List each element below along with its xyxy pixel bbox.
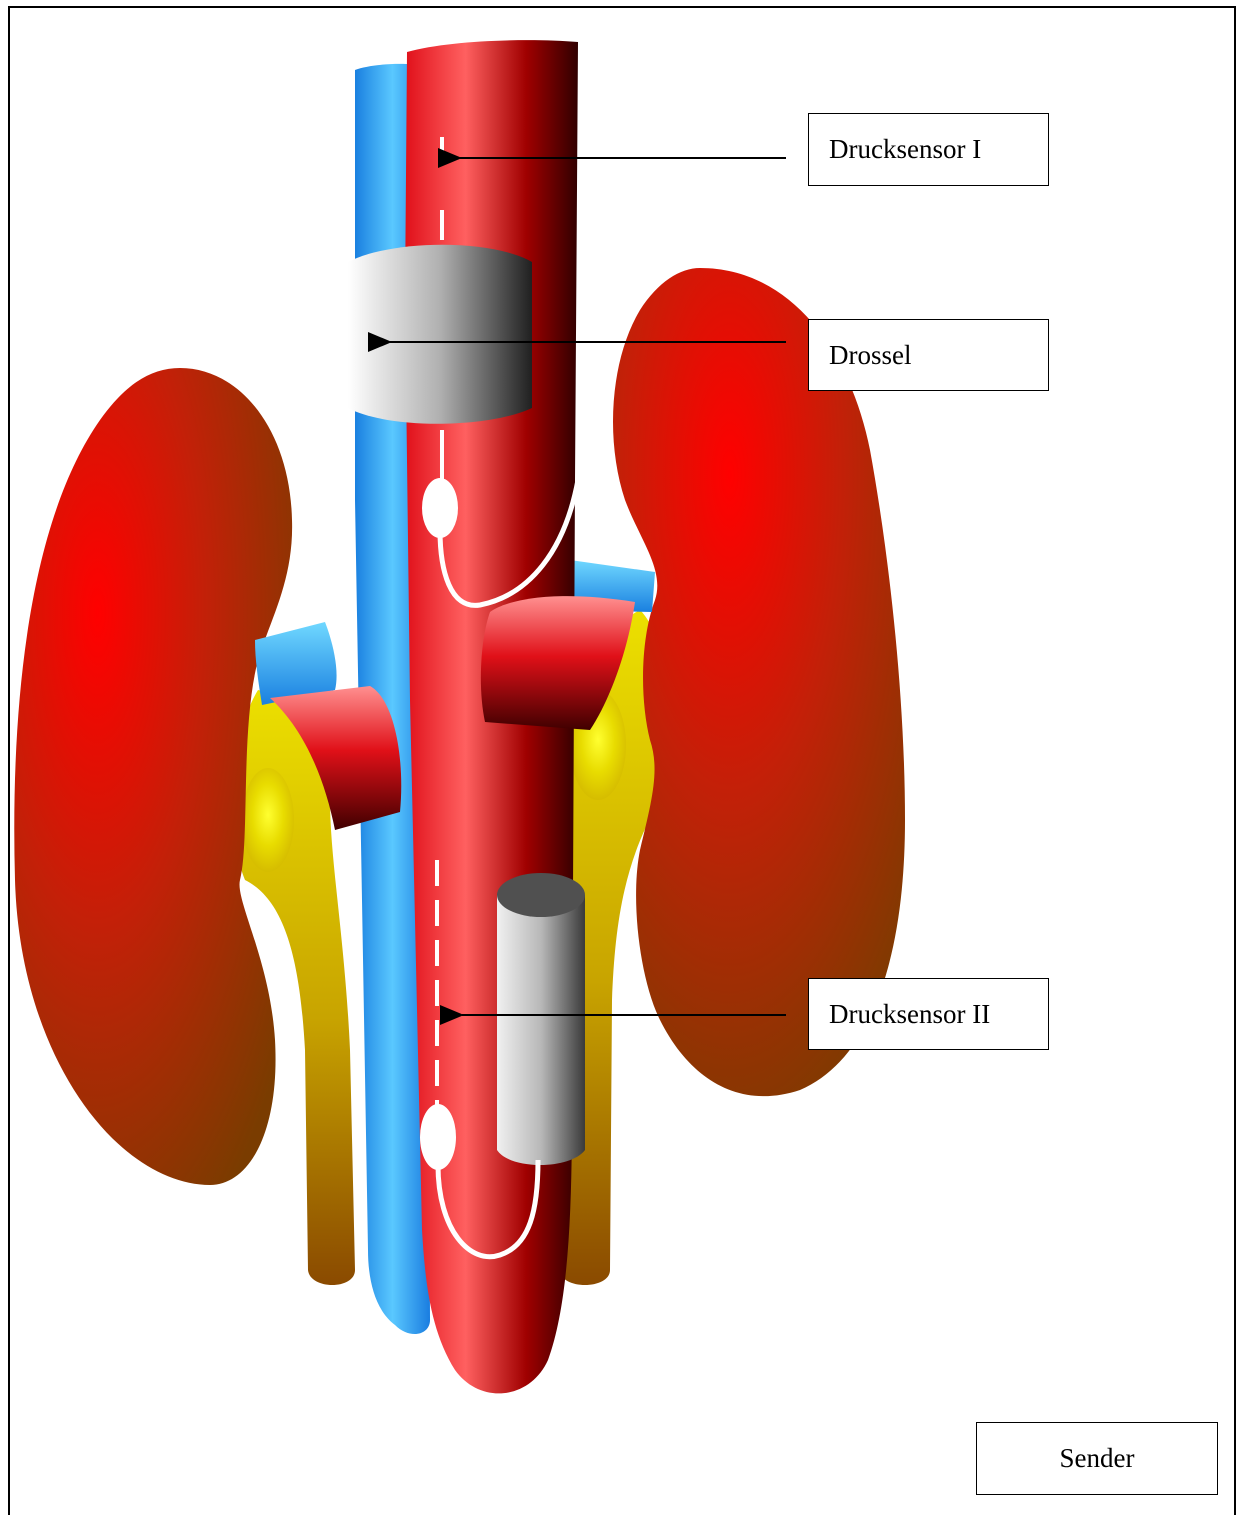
label-drucksensor-2: Drucksensor II bbox=[808, 978, 1049, 1050]
label-drossel: Drossel bbox=[808, 319, 1049, 391]
label-drucksensor-2-text: Drucksensor II bbox=[829, 999, 990, 1030]
sender-device-top bbox=[497, 873, 585, 917]
sensor2-capsule bbox=[420, 1104, 456, 1170]
label-drossel-text: Drossel bbox=[829, 340, 912, 371]
label-drucksensor-1-text: Drucksensor I bbox=[829, 134, 981, 165]
label-sender: Sender bbox=[976, 1422, 1218, 1495]
sender-device bbox=[497, 895, 585, 1165]
label-drucksensor-1: Drucksensor I bbox=[808, 113, 1049, 186]
drossel-cuff bbox=[348, 245, 532, 424]
label-sender-text: Sender bbox=[1060, 1443, 1135, 1474]
sensor1-capsule bbox=[422, 478, 458, 538]
left-ureter-highlight bbox=[242, 768, 294, 872]
right-kidney bbox=[613, 268, 905, 1096]
